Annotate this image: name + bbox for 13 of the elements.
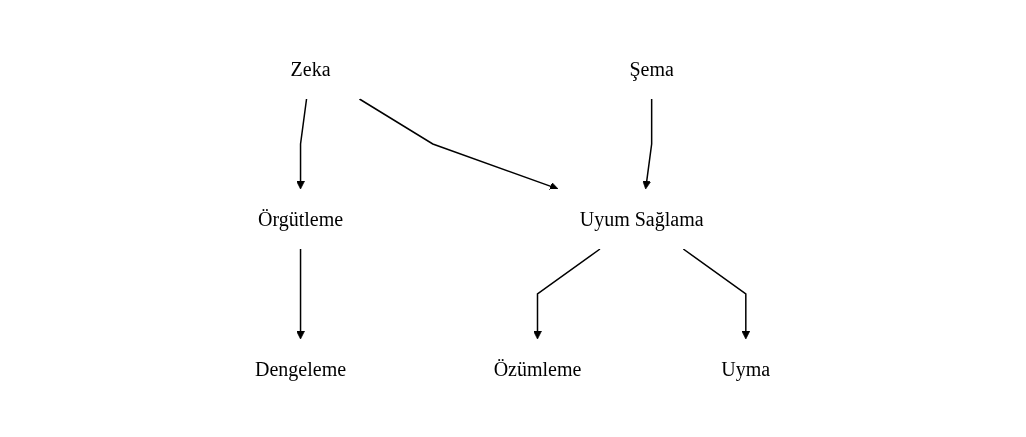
arrow: [296, 97, 308, 189]
node-text: Dengeleme: [255, 357, 347, 380]
node-text: Uyma: [721, 357, 771, 380]
arrow: [533, 247, 602, 339]
arrow: [642, 97, 653, 189]
node-text: Özümleme: [493, 357, 582, 380]
arrow: [296, 247, 306, 339]
arrow: [359, 97, 559, 190]
node-text: Uyum Sağlama: [580, 207, 704, 230]
node-text: Şema: [629, 57, 675, 80]
node-text: Örgütleme: [258, 207, 344, 230]
node-text: Zeka: [290, 57, 331, 80]
arrow: [682, 247, 751, 339]
